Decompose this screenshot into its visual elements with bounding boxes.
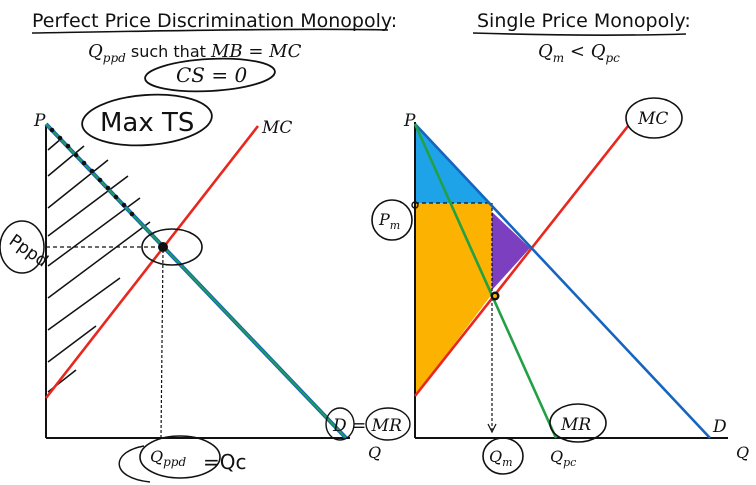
right-mr-circle: [549, 403, 607, 443]
cs-note: CS = 0: [176, 63, 247, 87]
producer-surplus-area: [415, 203, 492, 396]
left-mc-label: MC: [261, 118, 292, 138]
q-ppd-label: Qppd: [150, 447, 186, 469]
right-mr-line: [413, 123, 558, 439]
left-x-axis-label: Q: [368, 443, 381, 462]
left-title: Perfect Price Discrimination Monopoly:: [32, 10, 397, 32]
left-dmr-label: D = MR: [332, 416, 402, 436]
demand-dots: [49, 127, 135, 217]
ppd-price-label: Pppd: [5, 231, 51, 272]
right-x-axis-label: Q: [736, 443, 749, 462]
right-title: Single Price Monopoly:: [477, 10, 691, 32]
left-mr-line: [45, 123, 347, 439]
qm-label: Qm: [489, 447, 513, 469]
right-quantity-arrow: [487, 423, 497, 434]
q-eq-note: =Qc: [203, 450, 247, 474]
right-mr-label: MR: [560, 415, 591, 435]
max-ts-note: Max TS: [100, 108, 194, 138]
pm-label: Pm: [378, 210, 400, 232]
left-equilibrium-point: [158, 242, 168, 252]
surplus-hatching: [47, 137, 151, 393]
left-subtitle: Qppd such that MB = MC: [88, 41, 302, 65]
cs-note-circle: [144, 57, 276, 93]
left-d-circle: [325, 407, 355, 441]
left-quantity-guide: [160, 249, 164, 439]
left-equilibrium-circle: [141, 228, 203, 266]
right-title-underline: [472, 32, 687, 36]
right-subtitle: Qm < Qpc: [538, 41, 620, 65]
right-y-axis-label: P: [403, 111, 416, 131]
left-y-axis-label: P: [33, 111, 46, 131]
deadweight-loss-area: [492, 212, 530, 290]
right-mc-circle: [625, 97, 683, 139]
ppd-label-circle: [0, 220, 45, 274]
right-mc-label: MC: [637, 109, 668, 129]
q-ppd-outer-arc: [118, 445, 151, 483]
right-mc-line: [413, 125, 630, 397]
right-demand-line: [414, 123, 711, 439]
q-ppd-circle: [139, 435, 221, 479]
left-title-underline: [31, 28, 389, 34]
right-monopoly-point-center: [493, 294, 497, 298]
left-panel: Perfect Price Discrimination Monopoly: Q…: [0, 10, 411, 483]
left-mr-circle: [365, 407, 411, 441]
right-panel: Single Price Monopoly: Qm < Qpc P Q MC D…: [371, 10, 749, 475]
right-d-label: D: [712, 417, 727, 437]
qm-circle: [482, 437, 524, 475]
qpc-label: Qpc: [550, 447, 576, 469]
pm-circle: [371, 199, 413, 241]
left-mc-line: [44, 125, 260, 399]
max-ts-circle: [81, 93, 213, 147]
pm-marker: [411, 201, 419, 209]
